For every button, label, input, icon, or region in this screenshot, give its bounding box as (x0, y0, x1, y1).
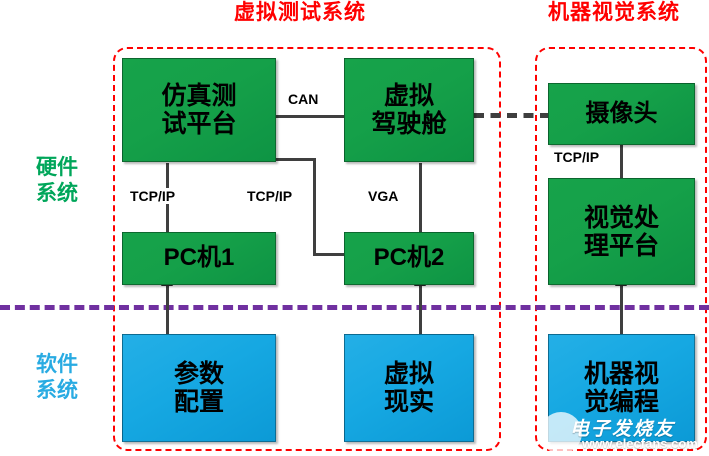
box-parameter-configuration-line1: 参数 (173, 360, 224, 388)
caption-machine-vision-system: 机器视觉系统 (548, 1, 680, 24)
box-pc1-label: PC机1 (163, 244, 235, 272)
box-virtual-reality-line2: 现实 (383, 388, 434, 416)
edge-label-tcpip-1: TCP/IP (128, 188, 178, 204)
row-label-hardware-line1: 硬件 (36, 156, 78, 179)
connector-tcpip-platform-pc2-seg1 (276, 158, 316, 161)
box-pc2-label: PC机2 (373, 244, 445, 272)
row-label-software-system: 软件 系统 (14, 352, 100, 405)
connector-tcpip-platform-pc2-seg2 (313, 158, 316, 256)
connector-vga-cockpit-pc2 (419, 163, 422, 234)
box-virtual-cockpit-line1: 虚拟 (383, 82, 434, 110)
box-vision-processing-platform[interactable]: 视觉处 理平台 (548, 178, 695, 285)
row-label-software-line1: 软件 (36, 353, 78, 376)
box-vision-processing-platform-line2: 理平台 (583, 231, 659, 260)
group-virtual-test-system (113, 47, 501, 451)
row-label-hardware-line2: 系统 (36, 182, 78, 206)
edge-label-vga: VGA (366, 188, 401, 204)
connector-cockpit-to-camera (474, 113, 550, 118)
connector-mvp-to-vision (620, 285, 623, 335)
connector-tcpip-camera-vision (620, 145, 623, 180)
box-simulation-test-platform-line1: 仿真测 (161, 82, 237, 110)
connector-param-config-to-pc1 (166, 285, 169, 335)
connector-tcpip-platform-pc2-seg3 (313, 253, 345, 256)
connector-can (276, 115, 344, 118)
edge-label-tcpip-3: TCP/IP (552, 149, 602, 165)
caption-virtual-test-system: 虚拟测试系统 (234, 1, 366, 24)
row-label-software-line2: 系统 (36, 379, 78, 403)
edge-label-can: CAN (286, 91, 321, 107)
box-machine-vision-programming-line2: 觉编程 (583, 388, 659, 416)
box-pc1[interactable]: PC机1 (122, 232, 276, 285)
box-pc2[interactable]: PC机2 (344, 232, 474, 285)
box-simulation-test-platform[interactable]: 仿真测 试平台 (122, 58, 276, 162)
box-camera[interactable]: 摄像头 (548, 83, 695, 145)
box-simulation-test-platform-line2: 试平台 (161, 110, 237, 138)
box-parameter-configuration-line2: 配置 (173, 388, 224, 416)
hardware-software-divider (0, 305, 709, 310)
box-machine-vision-programming[interactable]: 机器视 觉编程 (548, 334, 695, 442)
box-parameter-configuration[interactable]: 参数 配置 (122, 334, 276, 442)
edge-label-tcpip-2: TCP/IP (245, 188, 295, 204)
box-vision-processing-platform-line1: 视觉处 (583, 203, 659, 232)
box-virtual-cockpit[interactable]: 虚拟 驾驶舱 (344, 58, 474, 162)
group-machine-vision-system (535, 47, 707, 451)
box-camera-label: 摄像头 (585, 99, 658, 127)
box-virtual-reality[interactable]: 虚拟 现实 (344, 334, 474, 442)
box-virtual-reality-line1: 虚拟 (383, 360, 434, 388)
row-label-hardware-system: 硬件 系统 (14, 155, 100, 208)
box-machine-vision-programming-line1: 机器视 (583, 360, 659, 388)
box-virtual-cockpit-line2: 驾驶舱 (371, 110, 447, 138)
connector-vr-to-pc2 (419, 285, 422, 335)
